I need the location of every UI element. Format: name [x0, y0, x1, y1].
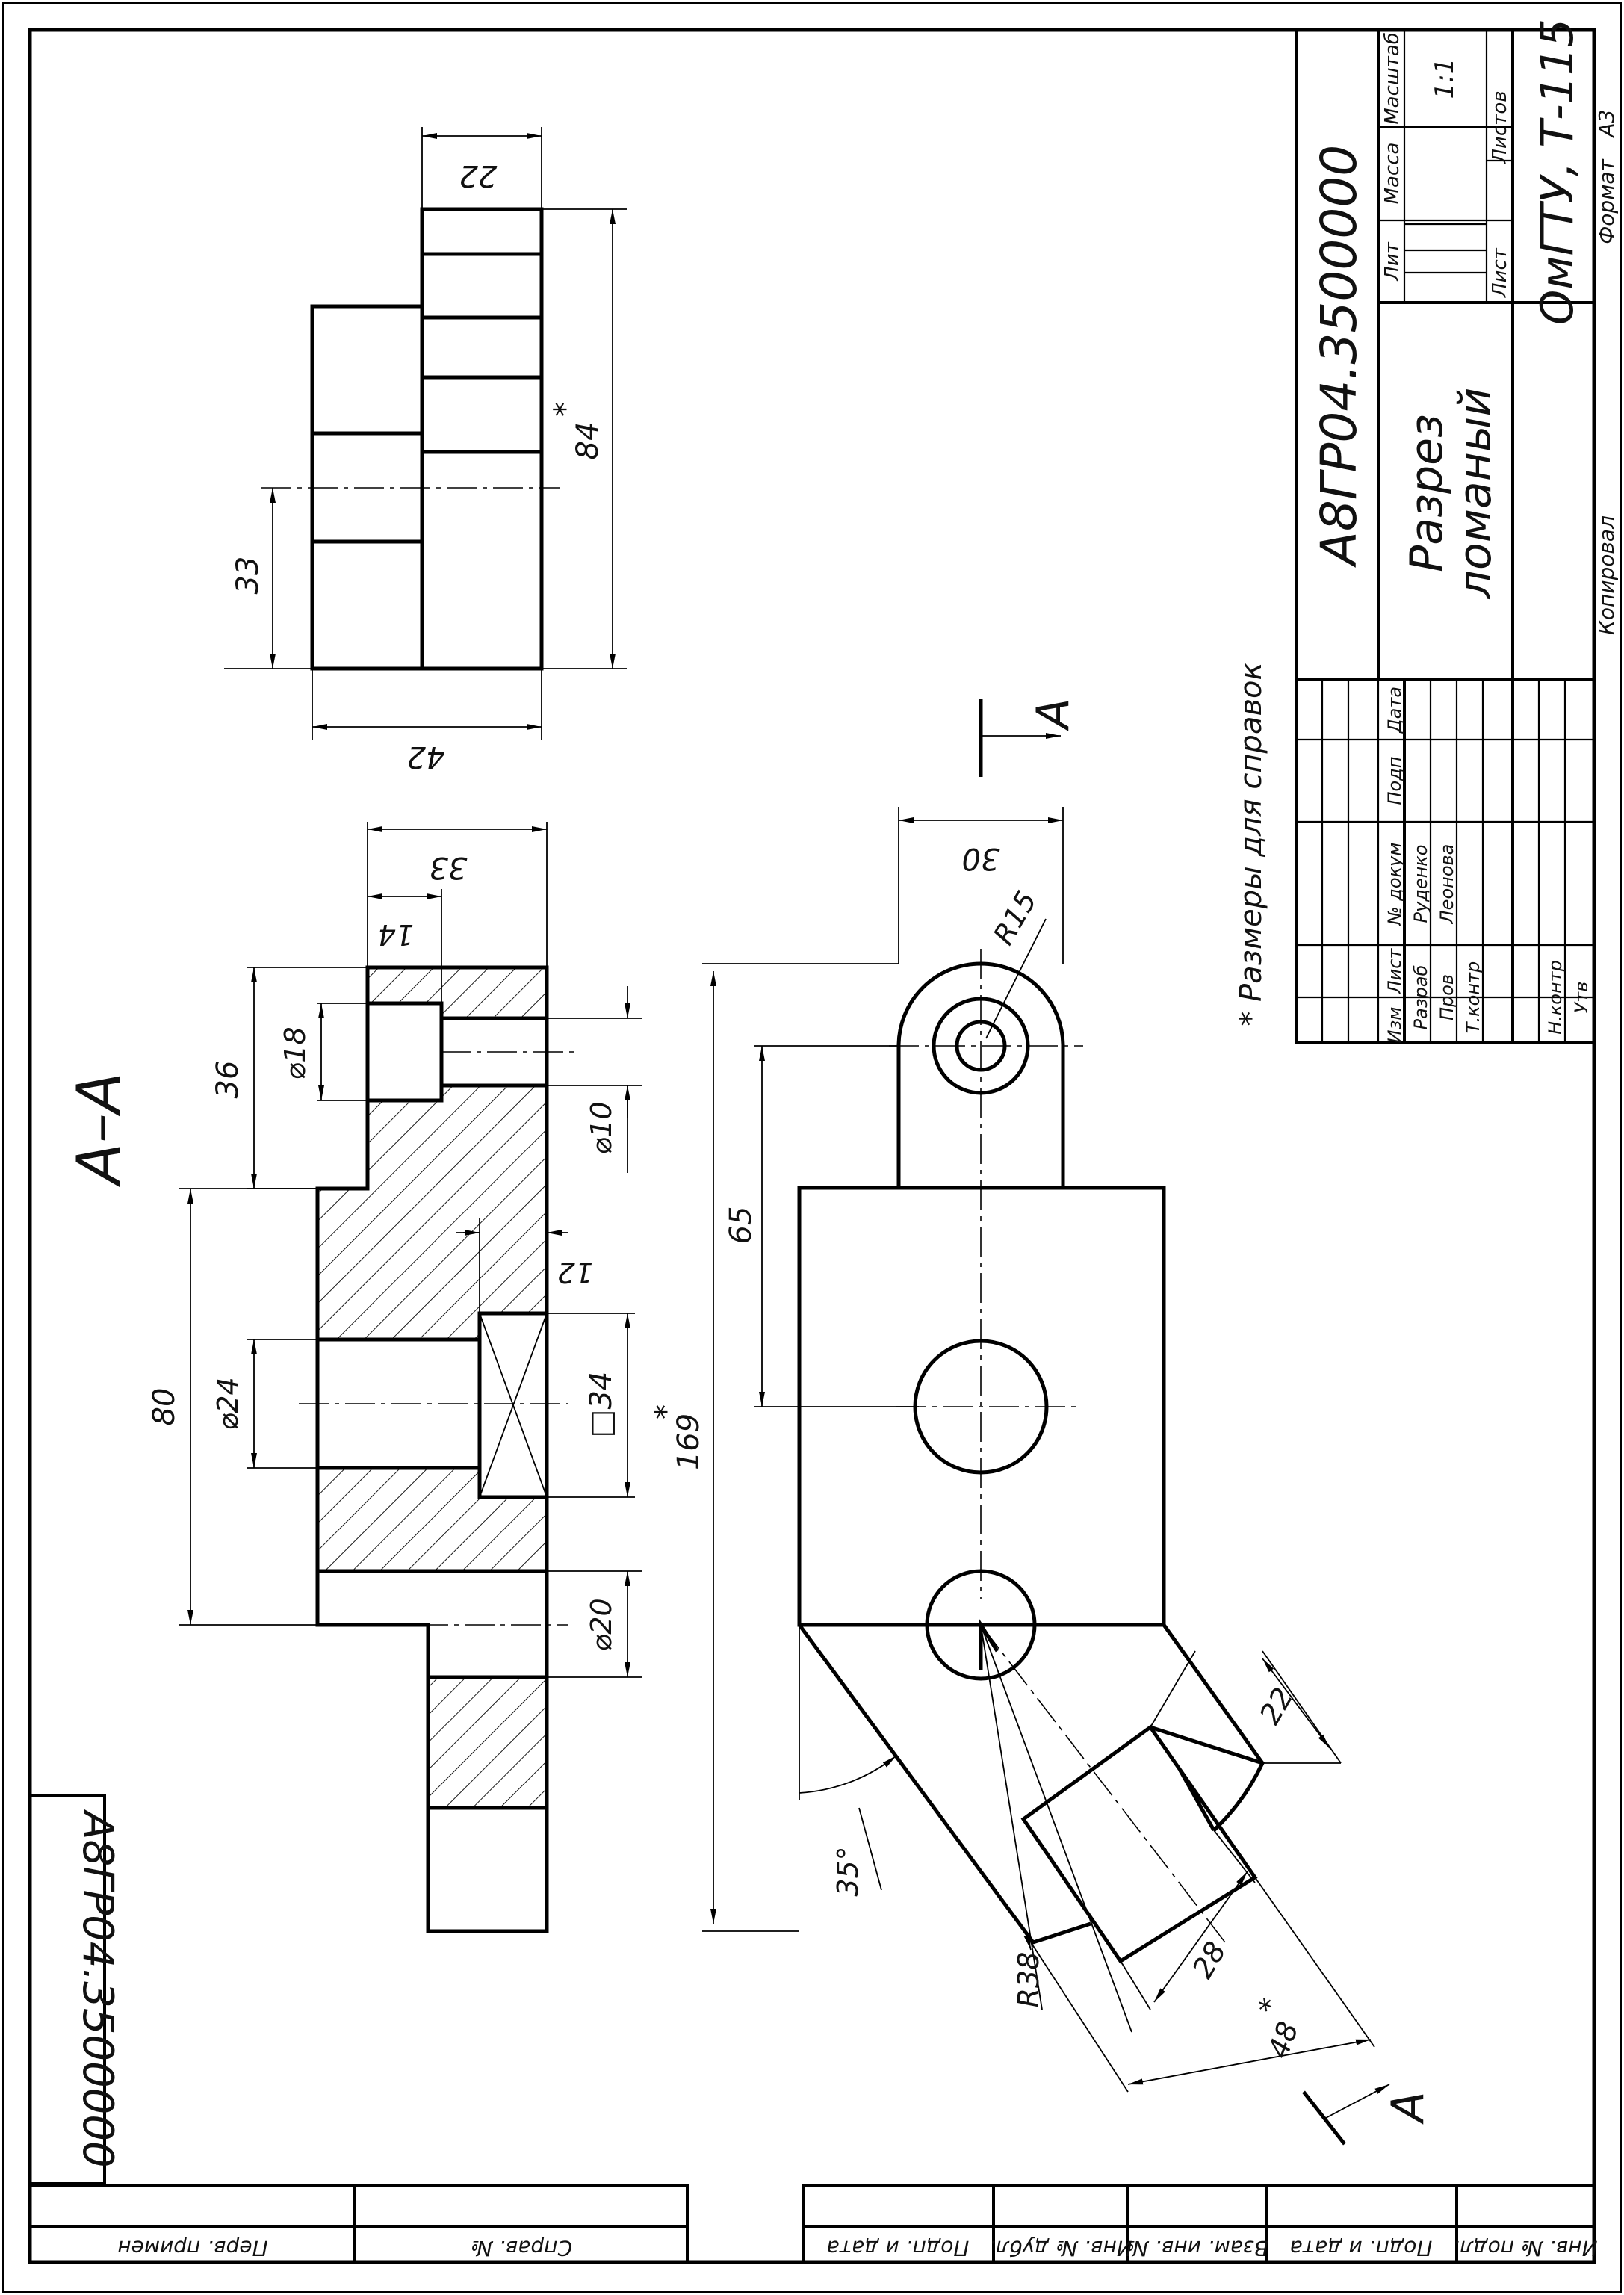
- tb-h-date: Дата: [1384, 687, 1405, 734]
- dim-sec-d10: ⌀10: [585, 1101, 618, 1154]
- dim-sec-80: 80: [147, 1388, 182, 1426]
- dim-plan-22: 22: [1253, 1682, 1300, 1730]
- tb-h-izm: Изм: [1384, 1007, 1405, 1044]
- tb-title-line1: Разрез: [1401, 414, 1453, 572]
- tb-r-nkontr: Н.контр: [1545, 960, 1566, 1035]
- tb-format: Формат: [1594, 159, 1619, 244]
- tb-col-mass: Масса: [1381, 143, 1404, 205]
- section-label: А–А: [64, 1072, 134, 1187]
- margin-perv-primen: Перв. примен: [117, 2236, 267, 2261]
- cut-label-top: А: [1027, 698, 1079, 731]
- tb-col-lit: Лит: [1381, 241, 1404, 281]
- tb-col-scale: Масштаб: [1381, 32, 1404, 125]
- dim-plan-169-star: *: [649, 1404, 684, 1419]
- dim-top-22: 22: [459, 158, 498, 193]
- margin-sprav-no: Справ. №: [471, 2236, 572, 2261]
- top-view: [224, 127, 627, 740]
- section-view: [179, 822, 642, 1933]
- tb-format-value: А3: [1594, 110, 1619, 139]
- cutting-plane-marks: [979, 699, 1390, 2146]
- dim-sec-33: 33: [430, 850, 468, 885]
- dim-plan-48-star: *: [1252, 1994, 1288, 2019]
- tb-r-tkontr: Т.контр: [1463, 961, 1484, 1033]
- dim-sec-d24: ⌀24: [211, 1377, 244, 1430]
- tb-sheet: Лист: [1489, 247, 1511, 298]
- tb-org: ОмГТУ, Т-115: [1531, 19, 1584, 325]
- tb-r-prov: Пров: [1437, 974, 1457, 1020]
- dim-sec-d20: ⌀20: [585, 1598, 618, 1651]
- reference-note: * Размеры для справок: [1234, 662, 1268, 1026]
- dim-sec-36: 36: [211, 1061, 245, 1099]
- dim-sec-d18: ⌀18: [279, 1026, 312, 1080]
- dim-plan-35deg: 35°: [831, 1846, 864, 1896]
- dim-plan-28: 28: [1186, 1936, 1233, 1984]
- dim-sec-14: 14: [378, 918, 414, 951]
- corner-stamp: А8ГР04.3500000: [73, 1809, 122, 2167]
- tb-sheets: Листов: [1489, 90, 1511, 164]
- dim-plan-30: 30: [962, 841, 1000, 876]
- dim-plan-48: 48: [1262, 2017, 1305, 2062]
- tb-name-prov: Леонова: [1437, 844, 1457, 925]
- tb-scale: 1:1: [1430, 58, 1460, 99]
- margin-vzam-inv: Взам. инв. №: [1126, 2236, 1268, 2261]
- dim-top-42: 42: [407, 740, 445, 774]
- dim-top-33: 33: [231, 557, 265, 595]
- tb-copied: Копировал: [1594, 515, 1619, 635]
- cut-label-bottom: А: [1382, 2091, 1434, 2125]
- margin-inv-dubl: Инв. № дубл.: [989, 2236, 1132, 2261]
- tb-doc-number: А8ГР04.3500000: [1310, 145, 1368, 569]
- tb-h-sign: Подп: [1384, 756, 1405, 805]
- dim-sec-12: 12: [557, 1256, 593, 1289]
- tb-r-utv: Утв: [1571, 982, 1592, 1014]
- plan-view: [702, 807, 1375, 2093]
- margin-podp-data-1: Подп. и дата: [827, 2236, 970, 2261]
- tb-name-razrab: Руденко: [1410, 845, 1431, 923]
- dim-top-84: 84: [571, 422, 605, 460]
- dim-plan-65: 65: [724, 1207, 758, 1245]
- tb-title-line2: ломаный: [1449, 388, 1501, 600]
- dim-plan-R38: R38: [1012, 1952, 1045, 2008]
- tb-r-razrab: Разраб: [1410, 964, 1431, 1029]
- tb-h-list: Лист: [1384, 948, 1405, 995]
- margin-podp-data-2: Подп. и дата: [1290, 2236, 1433, 2261]
- margin-inv-podl: Инв. № подл.: [1453, 2236, 1597, 2261]
- dim-plan-169: 169: [672, 1413, 706, 1470]
- dim-sec-sq34: □34: [584, 1372, 619, 1438]
- margin-fields: [28, 2184, 1596, 2264]
- title-block: [1295, 28, 1596, 1044]
- tb-h-docnum: № докум: [1384, 843, 1405, 927]
- dim-top-84-star: *: [548, 402, 583, 417]
